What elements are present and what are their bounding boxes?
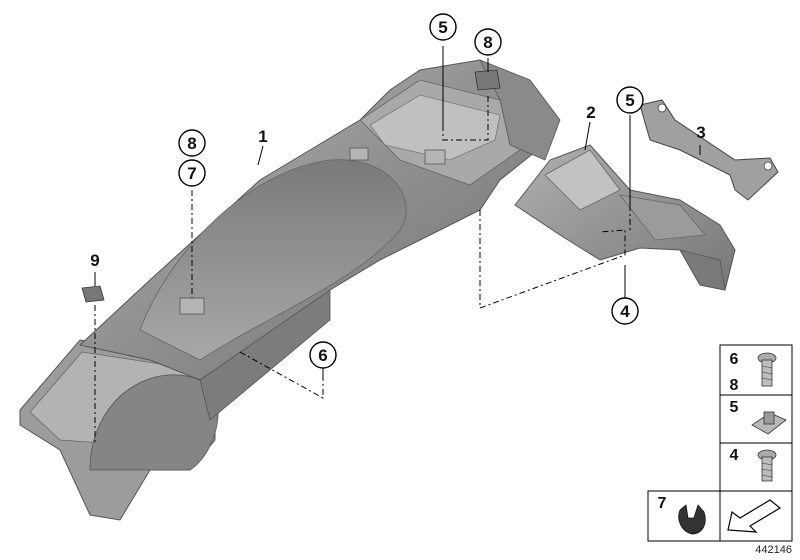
callout-label: 4	[620, 302, 630, 321]
callout-label: 9	[90, 251, 99, 270]
callout-1: 1	[258, 127, 267, 146]
callout-4: 4	[611, 297, 639, 325]
diagram-number: 442146	[755, 544, 792, 556]
mount-pad	[179, 297, 205, 315]
callout-label: 7	[187, 164, 196, 183]
callout-label: 8	[483, 33, 492, 52]
callout-label: 8	[187, 134, 196, 153]
mount-pad	[349, 147, 369, 161]
callout-label: 5	[438, 18, 447, 37]
callout-2: 2	[586, 103, 595, 122]
arrow-icon	[727, 499, 782, 533]
mount-pad	[424, 149, 446, 165]
rear-fender-part	[19, 59, 561, 521]
callout-7: 7	[178, 159, 206, 187]
callout-label: 2	[586, 103, 595, 122]
legend-label: 7	[658, 495, 667, 512]
callout-8-left: 8	[178, 129, 206, 157]
callout-label: 3	[696, 123, 705, 142]
screw-icon	[757, 449, 777, 482]
legend-label: 6	[730, 351, 739, 368]
callout-5-top: 5	[429, 13, 457, 41]
callout-label: 1	[258, 127, 267, 146]
callout-5-right: 5	[616, 86, 644, 114]
callout-label: 5	[625, 91, 634, 110]
clip-9	[81, 285, 105, 303]
clip-icon	[678, 504, 706, 535]
callout-8-top: 8	[474, 28, 502, 56]
bracket-part-3	[639, 99, 779, 201]
callout-6: 6	[309, 341, 337, 369]
callout-3: 3	[696, 123, 705, 142]
screw-icon	[757, 352, 777, 387]
leader-lines	[94, 46, 701, 445]
legend-label: 4	[730, 447, 739, 464]
legend-label: 8	[730, 377, 739, 394]
callout-9: 9	[90, 251, 99, 270]
callout-label: 6	[318, 346, 327, 365]
legend-label: 5	[730, 399, 739, 416]
clip-8	[474, 69, 501, 91]
legend-panel: 6 8 5 4 7	[647, 344, 793, 542]
clip-nut-icon	[751, 411, 787, 435]
holder-part-2	[514, 144, 736, 291]
